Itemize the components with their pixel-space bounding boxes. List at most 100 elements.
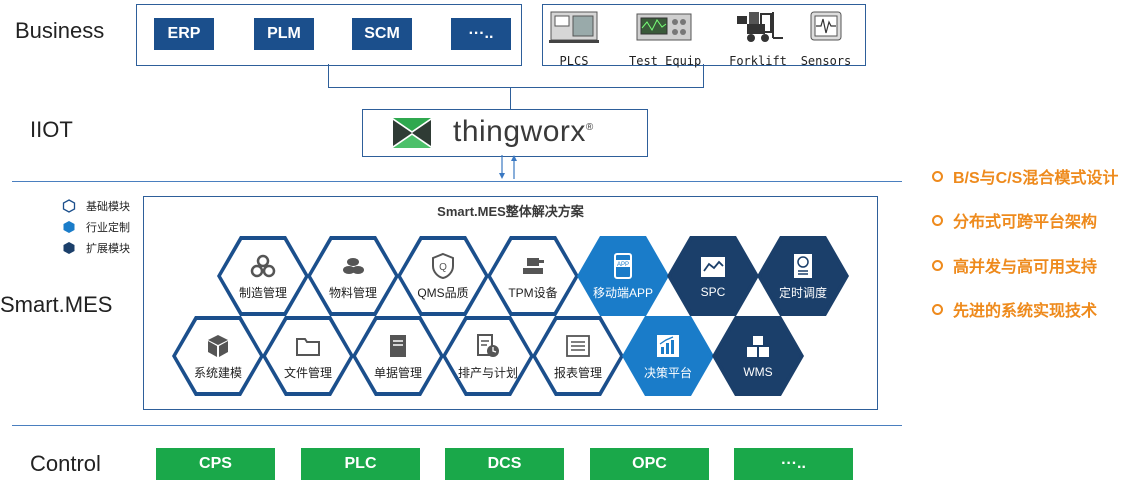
module-label: QMS品质 — [417, 285, 469, 300]
module-label: 文件管理 — [283, 365, 332, 380]
feature-text: B/S与C/S混合模式设计 — [953, 170, 1119, 187]
devices-box: PLCS Test Equip Forklift Sensors — [539, 4, 866, 68]
feature-item: B/S与C/S混合模式设计 — [932, 164, 1118, 188]
module-hex-inner: 报表管理 — [536, 320, 620, 392]
thingworx-box: thingworx® — [362, 109, 648, 157]
module-hex-inner: SPC — [671, 240, 755, 312]
separator-line — [12, 181, 902, 182]
circle-bullet-icon — [932, 260, 943, 272]
module-hex-inner: Q QMS品质 — [401, 240, 485, 312]
module-label: 报表管理 — [553, 365, 602, 380]
device-label: Test Equip — [629, 54, 702, 68]
module-hex-inner: 排产与计划 — [446, 320, 530, 392]
module-label: 定时调度 — [778, 285, 827, 300]
module-label: 单据管理 — [373, 365, 422, 380]
legend-label: 扩展模块 — [86, 243, 130, 255]
bar-chart-icon — [657, 334, 679, 357]
legend-label: 基础模块 — [86, 201, 130, 213]
legend-item-extension: 扩展模块 — [62, 240, 130, 256]
schedule-icon — [794, 253, 812, 278]
module-hex: 物料管理 — [307, 236, 399, 316]
document-icon — [390, 334, 406, 357]
module-hex: 制造管理 — [217, 236, 309, 316]
feature-text: 先进的系统实现技术 — [953, 303, 1098, 320]
module-hex-inner: APP 移动端APP — [581, 240, 665, 312]
feature-item: 高并发与高可用支持 — [932, 253, 1097, 277]
layer-label-business: Business — [15, 18, 105, 43]
module-hex-inner: 文件管理 — [266, 320, 350, 392]
more-business-block: ···.. — [451, 18, 511, 50]
erp-block: ERP — [154, 18, 214, 50]
module-hex: 系统建模 — [172, 316, 264, 396]
thingworx-wordmark: thingworx® — [453, 115, 594, 149]
module-hex-inner: 系统建模 — [176, 320, 260, 392]
module-label: 决策平台 — [643, 365, 692, 380]
module-hex: 单据管理 — [352, 316, 444, 396]
thingworx-logo-icon — [393, 118, 431, 148]
device-test-equip: Test Equip — [629, 8, 702, 68]
hexagon-outline-icon — [62, 199, 76, 213]
circle-bullet-icon — [932, 215, 943, 227]
svg-text:Q: Q — [439, 262, 447, 273]
module-label: TPM设备 — [508, 285, 558, 300]
layer-label-iiot: IIOT — [30, 117, 73, 142]
plm-block: PLM — [254, 18, 314, 50]
business-systems-box: ERP PLM SCM ···.. — [136, 4, 522, 66]
control-block-opc: OPC — [590, 448, 709, 480]
device-label: PLCS — [559, 54, 589, 68]
sensor-icon — [810, 11, 842, 41]
module-hex: TPM设备 — [487, 236, 579, 316]
module-label: 制造管理 — [238, 285, 287, 300]
module-hex-inner: 物料管理 — [311, 240, 395, 312]
module-label: 系统建模 — [193, 365, 242, 380]
boxes-icon — [747, 336, 769, 357]
separator-line — [12, 425, 902, 426]
control-block-cps: CPS — [156, 448, 275, 480]
control-block-plc: PLC — [301, 448, 420, 480]
hexagon-dark-icon — [63, 242, 75, 254]
device-label: Forklift — [729, 54, 787, 68]
cnc-machine-icon — [549, 11, 599, 43]
cube-icon — [208, 334, 228, 357]
report-list-icon — [566, 334, 590, 357]
feature-text: 分布式可跨平台架构 — [953, 214, 1098, 231]
module-hex-inner: 单据管理 — [356, 320, 440, 392]
module-hex-inner: TPM设备 — [491, 240, 575, 312]
control-block-dcs: DCS — [445, 448, 564, 480]
module-hex-inner: 决策平台 — [626, 320, 710, 392]
connector-line — [328, 64, 329, 87]
layer-label-control: Control — [30, 451, 101, 476]
control-block-more: ···.. — [734, 448, 853, 480]
plan-clock-icon — [477, 333, 499, 357]
feature-item: 先进的系统实现技术 — [932, 297, 1097, 321]
module-hex: 文件管理 — [262, 316, 354, 396]
forklift-icon — [737, 12, 783, 42]
spc-chart-icon — [701, 257, 725, 277]
module-label: 移动端APP — [592, 285, 653, 300]
mes-title: Smart.MES整体解决方案 — [437, 204, 584, 219]
layer-label-smart-mes: Smart.MES — [0, 292, 113, 317]
device-sensors: Sensors — [791, 8, 861, 68]
device-label: Sensors — [800, 54, 852, 68]
device-plcs: PLCS — [539, 8, 609, 68]
module-label: SPC — [700, 285, 726, 299]
feature-item: 分布式可跨平台架构 — [932, 208, 1097, 232]
legend-item-basic: 基础模块 — [62, 198, 130, 214]
module-label: 物料管理 — [328, 285, 377, 300]
module-label: 排产与计划 — [457, 365, 518, 380]
module-hex-inner: WMS — [716, 320, 800, 392]
scm-block: SCM — [352, 18, 412, 50]
connector-line — [703, 64, 704, 87]
data-flow-arrows-icon — [499, 155, 517, 179]
module-hex: Q QMS品质 — [397, 236, 489, 316]
circle-bullet-icon — [932, 304, 943, 316]
legend-item-industry: 行业定制 — [62, 219, 130, 235]
circle-bullet-icon — [932, 171, 943, 183]
module-label: WMS — [743, 365, 773, 379]
connector-line — [328, 87, 704, 88]
equipment-icon — [523, 257, 544, 274]
test-equipment-icon — [636, 13, 692, 41]
mobile-app-icon: APP — [614, 252, 632, 279]
feature-text: 高并发与高可用支持 — [953, 259, 1098, 276]
module-hex-inner: 制造管理 — [221, 240, 305, 312]
